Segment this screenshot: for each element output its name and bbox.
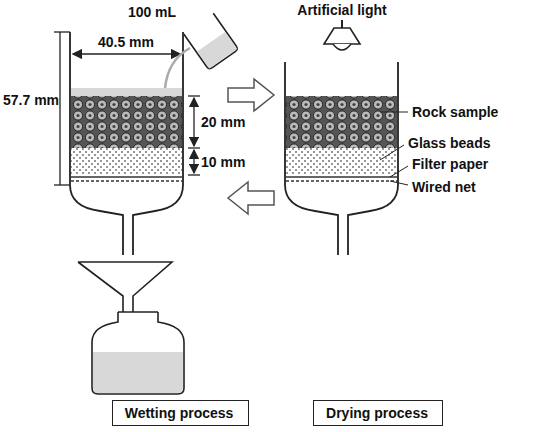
process-name: Drying process bbox=[326, 405, 430, 421]
dimension-label: 57.7 mm bbox=[3, 92, 59, 108]
process-box: Wetting process bbox=[112, 400, 249, 426]
dimension-label: 40.5 mm bbox=[98, 34, 154, 50]
part-label: Rock sample bbox=[412, 104, 498, 120]
process-name: Wetting process bbox=[125, 405, 236, 421]
part-label: Wired net bbox=[412, 179, 476, 195]
dimension-label: 10 mm bbox=[201, 154, 245, 170]
part-label: Glass beads bbox=[408, 135, 491, 151]
volume-label: 100 mL bbox=[128, 4, 176, 20]
process-box: Drying process bbox=[313, 400, 443, 426]
part-label: Filter paper bbox=[412, 156, 488, 172]
dimension-label: 20 mm bbox=[201, 114, 245, 130]
light-label: Artificial light bbox=[297, 2, 386, 18]
